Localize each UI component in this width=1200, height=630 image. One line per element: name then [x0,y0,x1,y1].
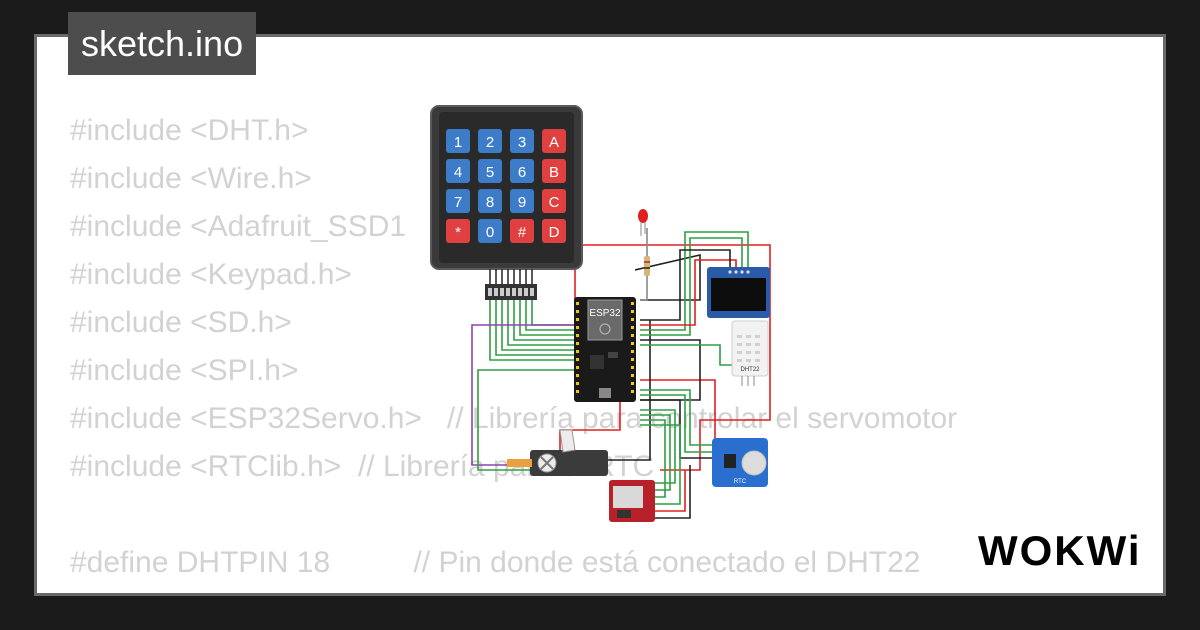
keypad-key [478,189,502,213]
code-line: #include <SD.h> [70,306,292,339]
servo-motor [507,429,608,476]
keypad-key-label: # [518,224,527,241]
keypad-key [478,159,502,183]
keypad-key [510,219,534,243]
keypad-key-label: B [549,164,559,181]
keypad-key [478,219,502,243]
code-line: #include <SPI.h> [70,354,299,387]
keypad-key [510,159,534,183]
dht22-label: DHT22 [740,367,760,373]
preview-card: #include <DHT.h> #include <Wire.h> #incl… [34,34,1166,596]
keypad-key-label: 7 [454,194,462,211]
keypad-key [510,189,534,213]
keypad-key-label: A [549,134,559,151]
code-line: #include <ESP32Servo.h> // Librería para… [70,402,958,435]
wokwi-logo: WOKWi [978,527,1142,574]
keypad-key-label: 8 [486,194,494,211]
keypad-key-label: 4 [454,164,462,181]
keypad-key [446,159,470,183]
sd-card-module [609,480,655,522]
keypad-connector [485,269,537,300]
code-line: #include <Wire.h> [70,162,312,195]
keypad-key [510,129,534,153]
keypad-key-label: 0 [486,224,494,241]
keypad-key [542,189,566,213]
keypad-key-label: C [549,194,560,211]
wokwi-logo-text: WOKWi [978,527,1142,574]
keypad-key [446,189,470,213]
keypad-key-label: 3 [518,134,526,151]
esp32-board: ESP32 [574,297,636,402]
keypad-key [542,129,566,153]
esp32-label: ESP32 [589,308,621,319]
keypad-key-label: * [455,224,461,241]
keypad-key-label: 6 [518,164,526,181]
code-line: #include <Keypad.h> [70,258,352,291]
dht22-sensor: DHT22 [731,320,769,386]
code-line: #include <Adafruit_SSD1 [70,210,407,243]
code-line: #include <DHT.h> [70,114,309,147]
led [638,209,648,236]
keypad-key-label: 5 [486,164,494,181]
resistor [644,256,650,276]
keypad-keys: 1 2 3 A 4 5 6 B 7 8 9 C * 0 # D [446,129,566,243]
keypad-key [542,219,566,243]
keypad-key-label: 9 [518,194,526,211]
keypad-key [542,159,566,183]
keypad-key-label: D [549,224,560,241]
keypad-key [446,219,470,243]
code-line: #define DHTPIN 18 // Pin donde está cone… [70,546,921,579]
rtc-module: RTC [712,438,768,487]
keypad-key-label: 2 [486,134,494,151]
keypad-key-label: 1 [454,134,462,151]
oled-display [707,267,770,318]
rtc-label: RTC [734,479,747,485]
keypad-key [478,129,502,153]
sketch-title: sketch.ino [68,12,257,75]
keypad-key [446,129,470,153]
